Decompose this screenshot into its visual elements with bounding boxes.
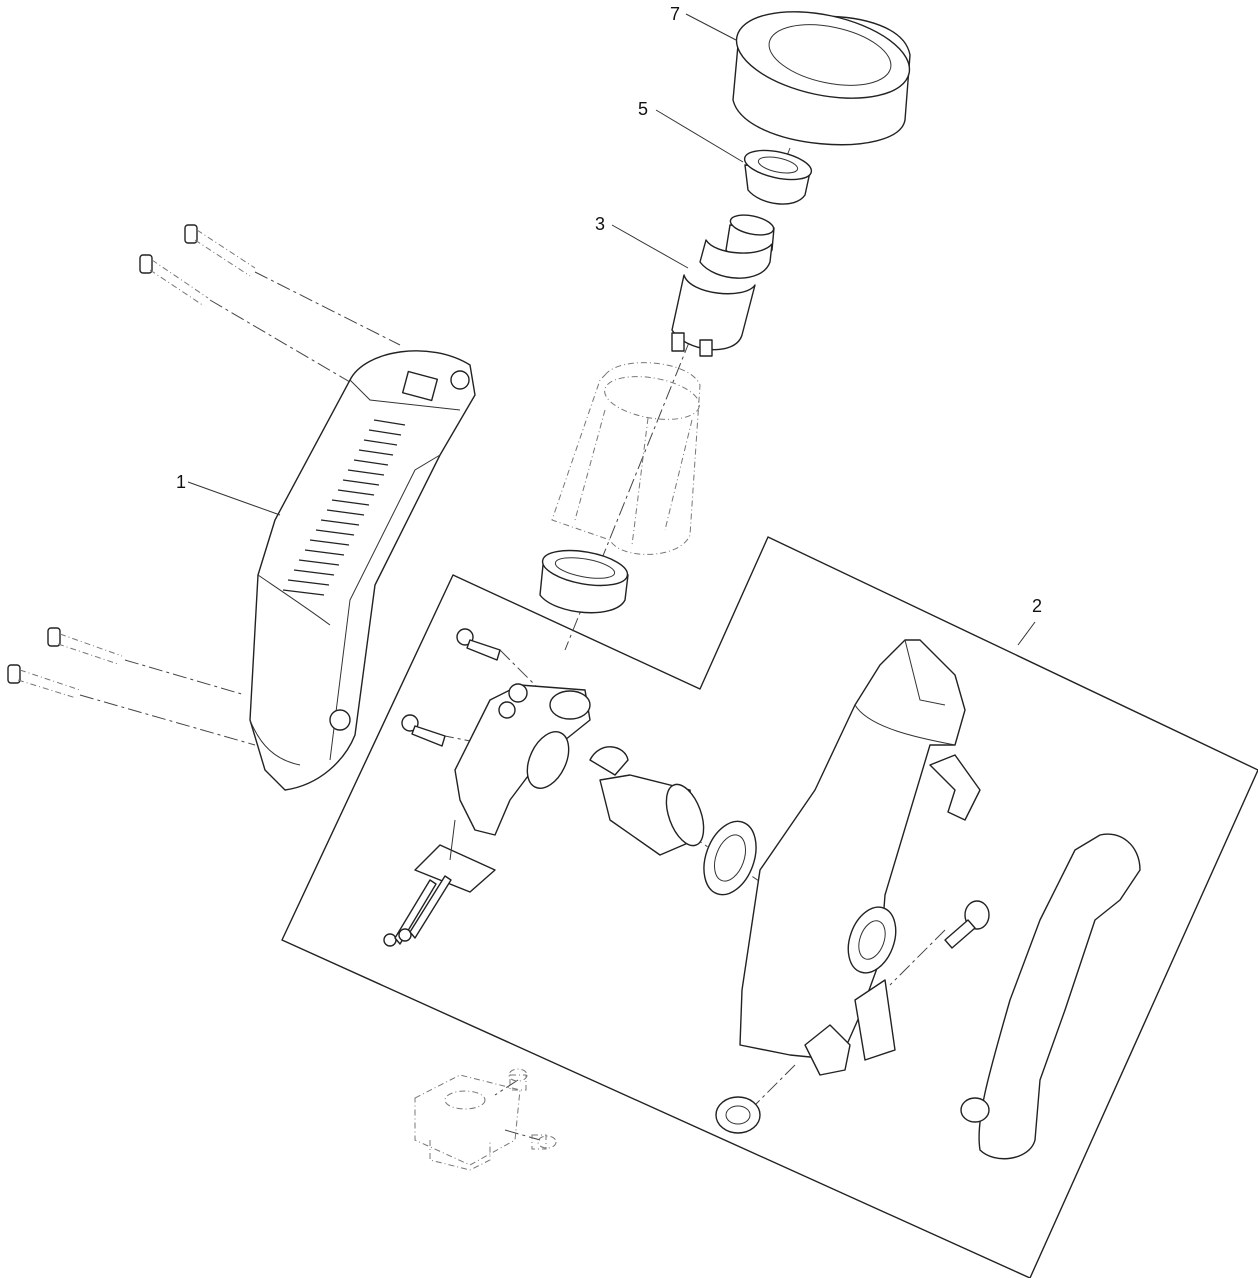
set-screw-block (414, 1068, 557, 1171)
pivot-screw-lower (401, 714, 446, 747)
leader-1 (187, 481, 281, 516)
knob-cap (732, 11, 911, 146)
set-screw-side (531, 1134, 557, 1150)
retaining-ring (539, 549, 629, 614)
hex-nut (715, 1096, 761, 1134)
grip-ridges (282, 419, 406, 596)
pivot-screws (383, 628, 501, 947)
leader-3 (611, 224, 689, 269)
leader-7 (685, 13, 737, 41)
switch-bracket (414, 683, 591, 893)
main-housing (739, 639, 981, 1076)
pivot-screw-upper (456, 628, 501, 661)
callout-labels: 1 2 3 5 7 (176, 4, 1042, 616)
trigger-lever (960, 833, 1141, 1160)
screw-bottom-2 (7, 664, 81, 699)
callout-2: 2 (1032, 596, 1042, 616)
leader-lines (187, 13, 1036, 646)
bushing (743, 149, 813, 205)
screw-top-2 (139, 254, 209, 307)
callout-7: 7 (670, 4, 680, 24)
phantom-housing (551, 362, 701, 555)
screw-top-1 (184, 224, 256, 277)
set-screw-top (508, 1068, 528, 1091)
push-switch (671, 214, 775, 357)
spring-screw-a (383, 879, 437, 947)
mounting-screw (944, 900, 990, 949)
callout-1: 1 (176, 472, 186, 492)
plunger-assembly (526, 731, 705, 856)
assembly-2-boundary (281, 536, 1258, 1278)
leader-2 (1017, 621, 1036, 646)
screw-bottom-1 (47, 627, 123, 665)
side-cover (249, 350, 476, 791)
spring-screw-b (398, 875, 452, 942)
callout-5: 5 (638, 99, 648, 119)
callout-3: 3 (595, 214, 605, 234)
seal-ring (703, 820, 757, 896)
leader-5 (655, 109, 744, 163)
cover-screws (7, 224, 256, 699)
